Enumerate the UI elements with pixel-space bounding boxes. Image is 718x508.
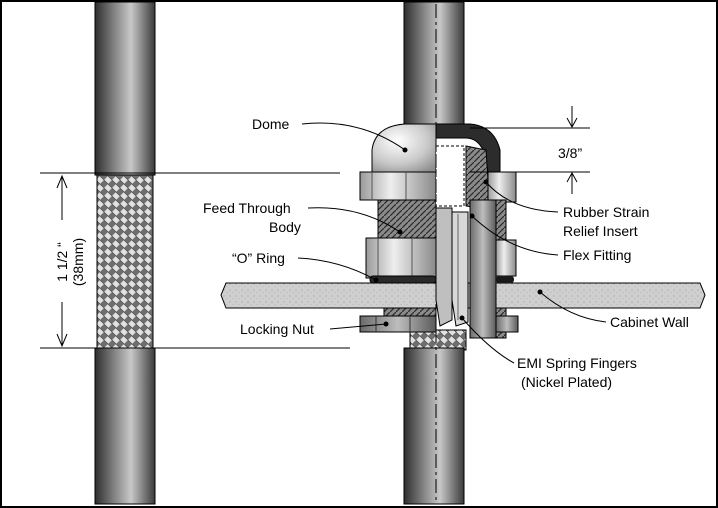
- callout-o-ring: “O” Ring: [232, 250, 379, 283]
- rubber-insert-label-1: Rubber Strain: [563, 204, 649, 220]
- dim-small-label: 3/8”: [558, 145, 582, 161]
- rubber-insert-label-2: Relief Insert: [563, 223, 638, 239]
- left-cable: [95, 2, 155, 504]
- feed-through-label-1: Feed Through: [203, 200, 291, 216]
- dim-large-label-1: 1 1/2 “: [54, 242, 70, 282]
- o-ring-label: “O” Ring: [232, 250, 285, 266]
- emi-label-1: EMI Spring Fingers: [517, 355, 637, 371]
- cabinet-wall-label: Cabinet Wall: [610, 314, 689, 330]
- dim-large-label-2: (38mm): [70, 238, 86, 286]
- dome-label: Dome: [252, 116, 290, 132]
- callout-feed-through: Feed Through Body: [203, 200, 403, 235]
- flex-fitting-label: Flex Fitting: [563, 247, 631, 263]
- locking-nut-label: Locking Nut: [240, 321, 314, 337]
- feed-through-label-2: Body: [269, 219, 301, 235]
- emi-label-2: (Nickel Plated): [521, 374, 612, 390]
